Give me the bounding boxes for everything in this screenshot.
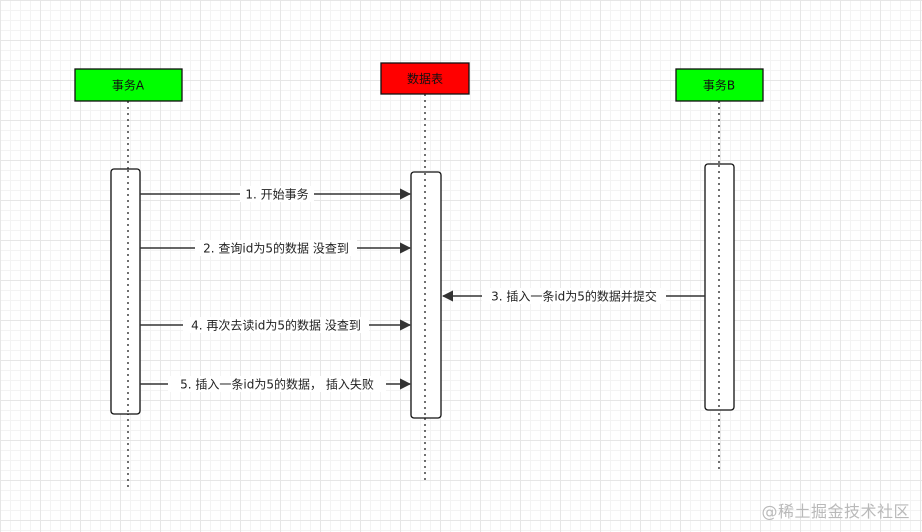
message-3-label: 3. 插入一条id为5的数据并提交 <box>491 289 657 304</box>
message-3: 3. 插入一条id为5的数据并提交 <box>441 288 705 304</box>
message-3-label-bg <box>482 288 666 304</box>
message-1-label: 1. 开始事务 <box>245 187 308 202</box>
message-4-label-bg <box>183 317 369 333</box>
message-4: 4. 再次去读id为5的数据 没查到 <box>140 317 412 333</box>
participant-table-label: 数据表 <box>407 71 443 86</box>
message-1: 1. 开始事务 <box>140 186 412 202</box>
participant-a: 事务A <box>74 68 183 102</box>
message-4-label: 4. 再次去读id为5的数据 没查到 <box>191 318 361 333</box>
message-2-label: 2. 查询id为5的数据 没查到 <box>203 241 349 256</box>
message-5: 5. 插入一条id为5的数据， 插入失败 <box>140 376 412 392</box>
message-2: 2. 查询id为5的数据 没查到 <box>140 240 412 256</box>
message-1-label-bg <box>240 186 314 202</box>
activation-table <box>410 171 442 419</box>
participant-b: 事务B <box>675 68 764 102</box>
message-5-label-bg <box>168 376 386 392</box>
activation-a <box>110 168 141 415</box>
participant-b-label: 事务B <box>703 78 735 93</box>
message-5-label: 5. 插入一条id为5的数据， 插入失败 <box>180 377 374 392</box>
participant-a-label: 事务A <box>112 78 145 93</box>
message-2-label-bg <box>195 240 357 256</box>
watermark: @稀土掘金技术社区 <box>761 502 910 521</box>
participant-table: 数据表 <box>380 62 470 95</box>
